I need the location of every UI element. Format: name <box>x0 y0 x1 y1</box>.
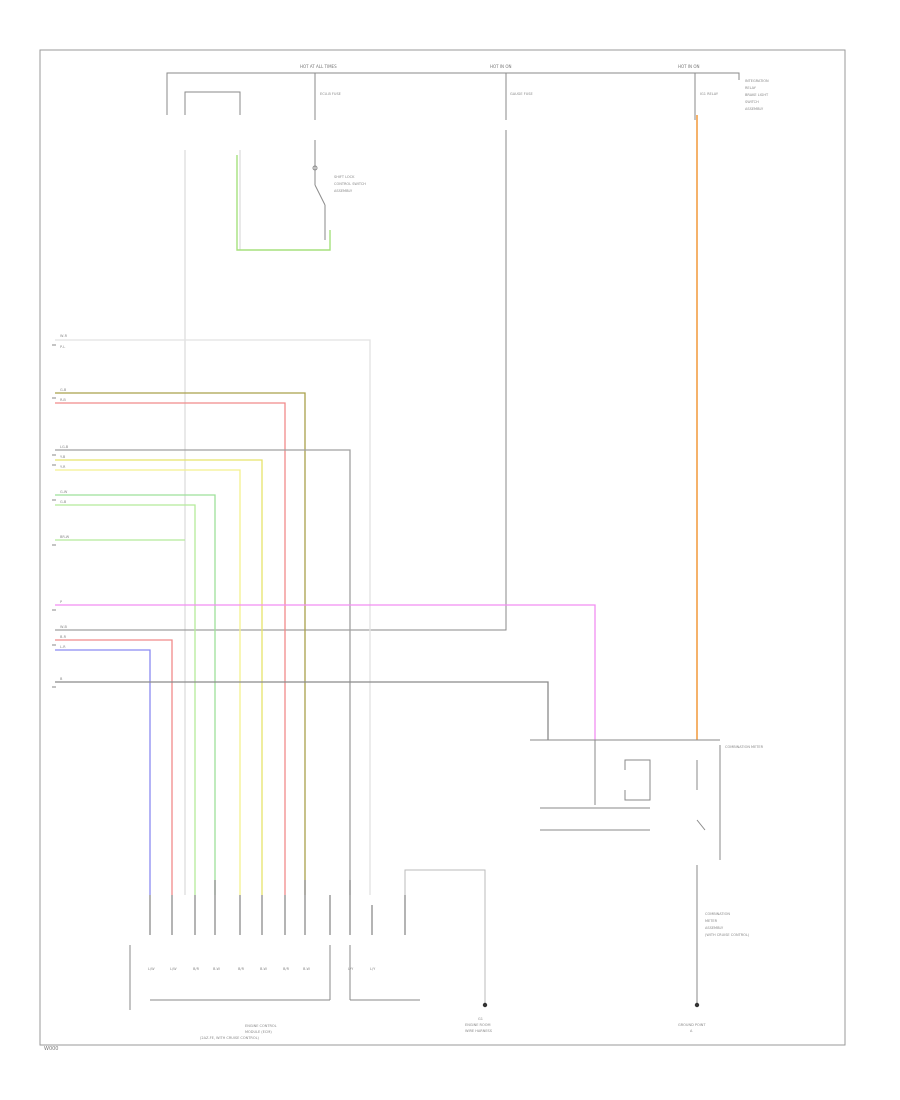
switch-label-3: ASSEMBLY <box>334 189 353 193</box>
ecm-line3: (2AZ-FE, WITH CRUISE CONTROL) <box>200 1036 260 1040</box>
bus-label-1: HOT AT ALL TIMES <box>300 64 337 69</box>
diagram-frame <box>39 49 846 1046</box>
bottom-right-label-4: (WITH CRUISE CONTROL) <box>705 933 750 937</box>
relay-note-4: SWITCH <box>745 100 759 104</box>
connector-label-10: L/Y <box>370 967 376 971</box>
connector-label-3: B/R <box>193 967 200 971</box>
connector-label-8: B-W <box>303 967 311 971</box>
wire-label-9: G-B <box>60 500 67 504</box>
connector-label-7: B/R <box>283 967 290 971</box>
ground-right-sub: A <box>690 1029 693 1033</box>
switch-label-2: CONTROL SWITCH <box>334 182 366 186</box>
fuse-label-2: GAUGE FUSE <box>510 92 533 96</box>
wire-label-8: G-W <box>60 490 68 494</box>
relay-note-3: BRAKE LIGHT <box>745 93 769 97</box>
wire-label-4: R-B <box>60 398 66 402</box>
ecm-line2: MODULE (ECM) <box>245 1030 272 1034</box>
wire-label-3: G-B <box>60 388 67 392</box>
wire-label-10: BR-W <box>60 535 70 539</box>
combination-meter-assembly <box>530 739 721 1005</box>
switch-label-1: SHIFT LOCK <box>334 175 355 179</box>
fuse-label-1: ECU-B FUSE <box>320 92 341 96</box>
ground-right-label: GROUND POINT <box>678 1023 706 1027</box>
fuse-label-3: IG1 RELAY <box>700 92 719 96</box>
top-bus <box>166 72 740 120</box>
left-wire-bundle <box>55 339 596 895</box>
ground-left-label: ENGINE ROOM <box>465 1023 490 1027</box>
footer-code: W000 <box>44 1046 59 1052</box>
connector-label-1: L/W <box>148 967 155 971</box>
wire-label-7: Y-R <box>60 465 66 469</box>
bottom-right-label-3: ASSEMBLY <box>705 926 724 930</box>
meter-title: COMBINATION METER <box>725 745 764 749</box>
connector-pins <box>149 880 406 935</box>
connector-label-2: L/W <box>170 967 177 971</box>
wire-label-6: Y-B <box>60 455 66 459</box>
wire-label-14: L-R <box>60 645 66 649</box>
shift-lock-switch <box>312 140 326 240</box>
ground-right-point <box>694 1002 700 1008</box>
bottom-right-label-2: METER <box>705 919 718 923</box>
ecm-connector-block <box>129 945 420 1010</box>
wire-label-11: P <box>60 600 62 604</box>
bus-label-2: HOT IN ON <box>490 64 511 69</box>
wire-label-5: LG-B <box>60 445 69 449</box>
connector-label-6: B-W <box>260 967 268 971</box>
connector-label-5: B/R <box>238 967 245 971</box>
wire-label-13: B-R <box>60 635 67 639</box>
green-switch-wire <box>236 155 331 251</box>
relay-note-2: RELAY <box>745 86 757 90</box>
left-stub-marks <box>52 344 56 688</box>
gauge-feed-wire <box>55 130 507 631</box>
wire-label-2: P-L <box>60 345 65 349</box>
wire-label-15: B <box>60 677 63 681</box>
top-left-loop <box>184 91 241 115</box>
long-gray-drops <box>184 150 241 895</box>
connector-label-4: B-W <box>213 967 221 971</box>
relay-note-5: ASSEMBLY <box>745 107 764 111</box>
wire-label-12: W-B <box>60 625 67 629</box>
connector-label-9: L/Y <box>348 967 354 971</box>
wire-label-1: W-R <box>60 334 68 338</box>
ground-left-sub: WIRE HARNESS <box>465 1029 493 1033</box>
relay-note-1: INTEGRATION <box>745 79 769 83</box>
ecm-title: ENGINE CONTROL <box>245 1024 277 1028</box>
bus-label-3: HOT IN ON <box>678 64 699 69</box>
ground-left-point <box>482 1002 488 1008</box>
ground-left-wire <box>404 869 486 1005</box>
bottom-right-label-1: COMBINATION <box>705 912 730 916</box>
ground-left-code: G1 <box>478 1017 483 1021</box>
